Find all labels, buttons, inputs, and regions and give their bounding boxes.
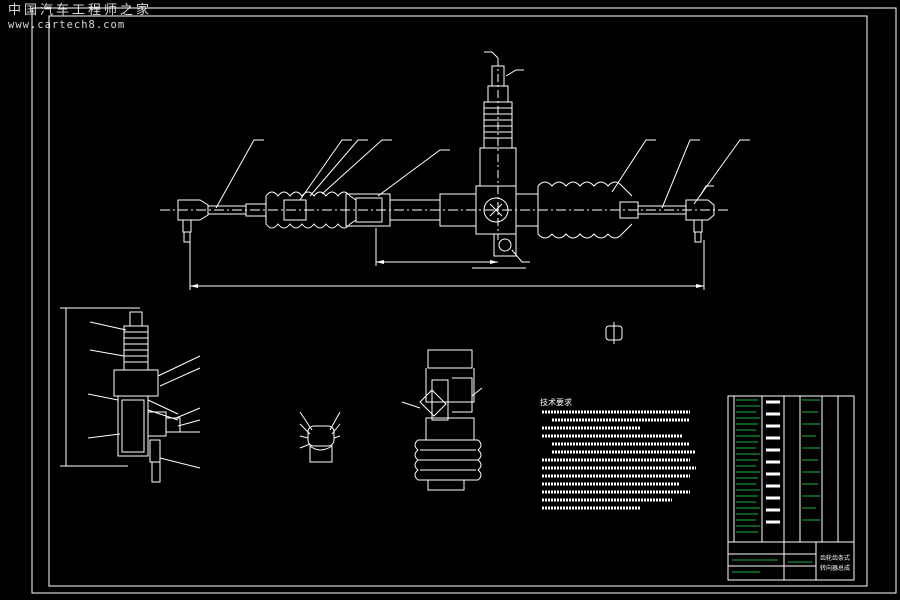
watermark-title: 中国汽车工程师之家 xyxy=(8,3,153,18)
parts-list-table xyxy=(727,395,855,543)
detail-view-small xyxy=(299,411,341,463)
title-block: 齿轮齿条式 转向器总成 xyxy=(727,541,855,581)
main-assembly-view xyxy=(160,51,750,290)
housing-section-view xyxy=(401,349,483,491)
tech-requirements-lines xyxy=(542,410,696,510)
inner-frame xyxy=(48,15,868,587)
drawing-name-line2: 转向器总成 xyxy=(820,564,850,572)
watermark: 中国汽车工程师之家 www.cartech8.com xyxy=(8,3,153,31)
outer-frame xyxy=(31,7,897,594)
detail-view-tiny xyxy=(605,322,623,344)
pinion-section-view xyxy=(60,307,201,483)
tech-requirements-title: 技术要求 xyxy=(540,397,572,407)
drawing-name-line1: 齿轮齿条式 xyxy=(820,554,850,562)
watermark-url: www.cartech8.com xyxy=(8,18,126,31)
